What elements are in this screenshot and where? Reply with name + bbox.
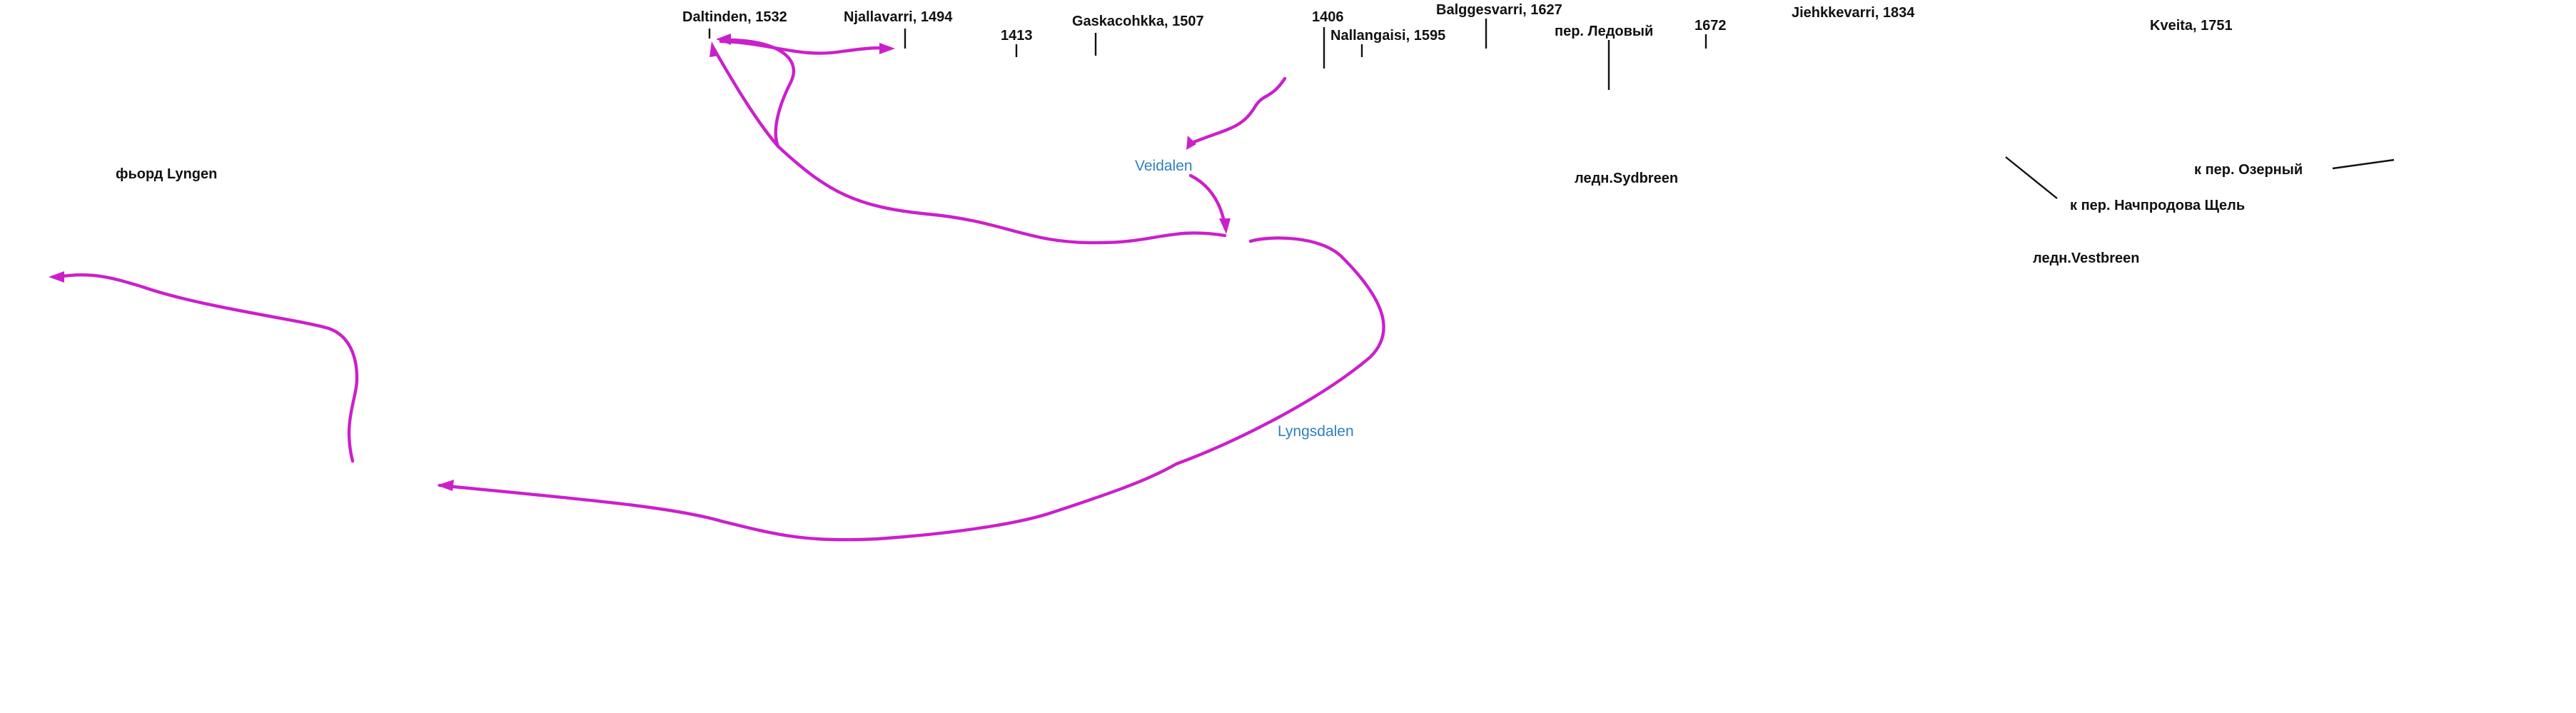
route-upper-valley [712,46,1227,245]
fjord-lyngen: фьорд Lyngen [116,166,218,182]
pass-ledovy: пер. Ледовый [1555,24,1654,39]
route-daltinden-loop [722,38,796,148]
valley-veidalen: Veidalen [1135,158,1193,174]
peak-1672: 1672 [1694,18,1727,34]
glacier-sydbreen: ледн.Sydbreen [1575,171,1679,186]
peak-1406: 1406 [1312,9,1344,25]
route-fjord-side [55,273,359,463]
peak-jiehkkevarri: Jiehkkevarri, 1834 [1792,5,1915,21]
route-arrow-njallavarri [879,43,895,54]
tick-nachprodova [2005,156,2058,199]
peak-njallavarri: Njallavarri, 1494 [844,9,953,25]
valley-lyngsdalen: Lyngsdalen [1278,423,1354,440]
route-veidalen-descent [1190,76,1287,145]
peak-nallangaisi: Nallangaisi, 1595 [1330,28,1446,44]
tick-ozerny [2332,158,2395,170]
route-lyngsdalen-loop [438,236,1385,542]
route-arrow-daltinden [709,41,719,57]
peak-balggesvarri: Balggesvarri, 1627 [1436,2,1562,18]
peak-kveita: Kveita, 1751 [2150,18,2233,34]
route-arrow-fjord [49,271,64,283]
pass-nachprodova: к пер. Начпродова Щель [2070,198,2246,213]
glacier-vestbreen: ледн.Vestbreen [2033,251,2140,266]
peak-daltinden: Daltinden, 1532 [682,9,787,25]
route-arrow-valley-bottom [1219,218,1231,234]
route-arrow-veidalen [1186,136,1196,150]
route-arrow-west [437,480,454,491]
route-to-njallavarri [719,39,887,55]
peak-gaskacohkka: Gaskacohkka, 1507 [1072,14,1204,29]
peak-1413: 1413 [1001,28,1033,44]
route-veidalen-to-pass [1188,173,1227,228]
pass-ozerny: к пер. Озерный [2194,162,2303,178]
